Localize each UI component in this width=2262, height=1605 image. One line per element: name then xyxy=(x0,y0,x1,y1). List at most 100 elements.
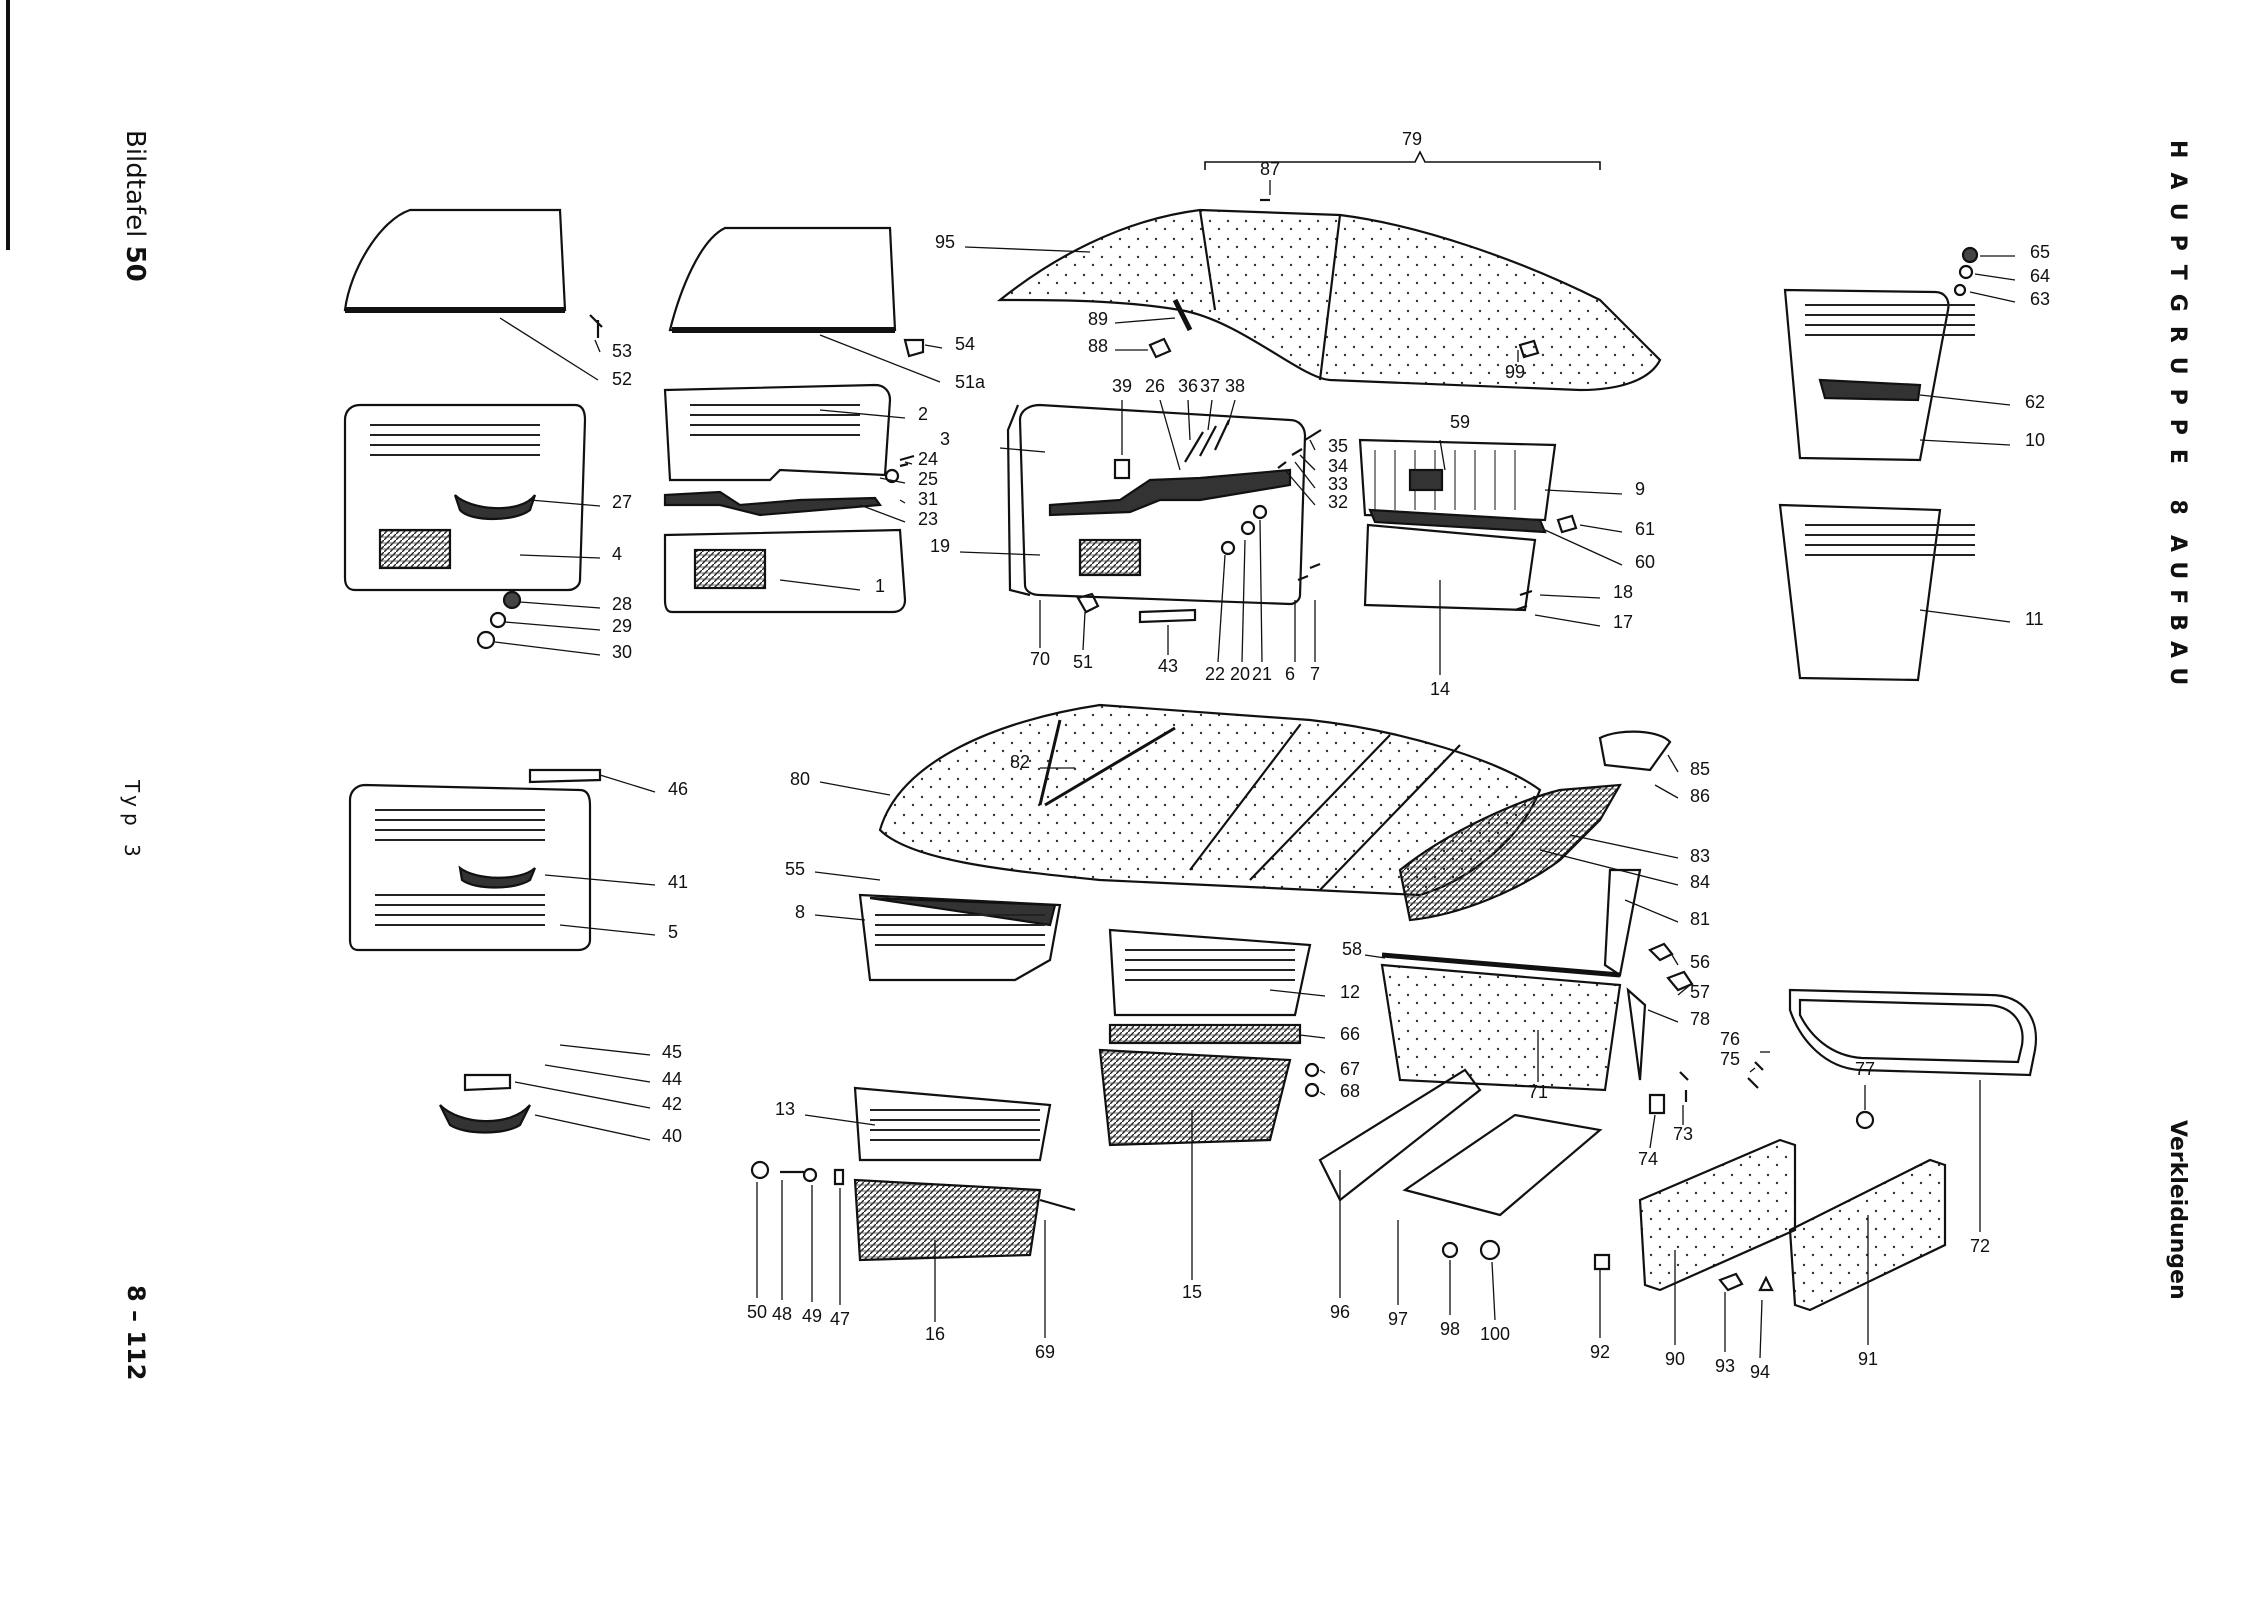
part-6-7-screws xyxy=(1297,562,1321,582)
part-17-18-61-clips xyxy=(1514,514,1578,612)
part-52-window xyxy=(343,208,567,312)
part-31-trim xyxy=(1048,468,1292,517)
callout-label-64: 64 xyxy=(2030,266,2050,286)
part-14-panel xyxy=(1363,523,1537,612)
callout-leader-83 xyxy=(1569,834,1679,859)
callout-leader-100 xyxy=(1491,1261,1496,1321)
part-9-panel xyxy=(1358,438,1557,522)
callout-leader-66 xyxy=(1299,1034,1326,1039)
callout-leader-46 xyxy=(599,774,656,793)
part-2-upper-panel xyxy=(663,383,892,482)
callout-label-74: 74 xyxy=(1638,1149,1658,1169)
part-83-shelf xyxy=(1398,783,1622,922)
callout-leader-32 xyxy=(1284,469,1316,506)
part-58-seal xyxy=(1381,952,1621,978)
callout-leader-29 xyxy=(504,621,601,631)
vehicle-type-label: Typ 3 xyxy=(120,780,144,863)
callout-label-42: 42 xyxy=(662,1094,682,1114)
callout-label-66: 66 xyxy=(1340,1024,1360,1044)
part-100-grommet xyxy=(1479,1239,1501,1261)
plate-title: Bildtafel 50 xyxy=(120,130,150,282)
part-90-panel xyxy=(1638,1138,1797,1292)
callout-leader-31 xyxy=(899,499,906,504)
part-69-tab xyxy=(1039,1198,1076,1212)
part-5-door-panel xyxy=(348,783,592,952)
callout-label-37: 37 xyxy=(1200,376,1220,396)
callout-leader-24 xyxy=(904,461,913,465)
part-96-bracket xyxy=(1318,1068,1482,1202)
part-99-clip xyxy=(1518,339,1540,359)
callout-label-99: 99 xyxy=(1505,362,1525,382)
callout-label-60: 60 xyxy=(1635,552,1655,572)
callout-label-33: 33 xyxy=(1328,474,1348,494)
callout-leader-89 xyxy=(1114,317,1176,324)
callout-leader-59 xyxy=(1439,439,1446,471)
part-8-panel xyxy=(858,893,1062,982)
callout-leader-81 xyxy=(1624,899,1679,923)
callout-leader-42 xyxy=(514,1081,651,1109)
part-13-ribs xyxy=(868,1108,1042,1142)
callout-leader-13 xyxy=(804,1114,876,1126)
part-67-washer xyxy=(1304,1062,1320,1078)
callout-label-62: 62 xyxy=(2025,392,2045,412)
callout-label-85: 85 xyxy=(1690,759,1710,779)
callout-label-98: 98 xyxy=(1440,1319,1460,1339)
callout-label-93: 93 xyxy=(1715,1356,1735,1376)
part-98-clip xyxy=(1441,1241,1459,1259)
callout-leader-78 xyxy=(1647,1009,1679,1023)
part-89-rod xyxy=(1172,298,1193,332)
callout-label-57: 57 xyxy=(1690,982,1710,1002)
callout-label-12: 12 xyxy=(1340,982,1360,1002)
part-56-clip xyxy=(1648,942,1674,962)
part-12-panel xyxy=(1108,928,1312,1017)
part-68-washer xyxy=(1304,1082,1320,1098)
callout-label-49: 49 xyxy=(802,1306,822,1326)
part-97-plate xyxy=(1402,1113,1603,1217)
part-54-clip xyxy=(903,338,925,358)
callout-label-8: 8 xyxy=(795,902,805,922)
callout-leader-9 xyxy=(1544,489,1623,495)
callout-label-78: 78 xyxy=(1690,1009,1710,1029)
callout-label-7: 7 xyxy=(1310,664,1320,684)
callout-leader-75 xyxy=(1749,1067,1756,1073)
callout-label-97: 97 xyxy=(1388,1309,1408,1329)
callout-label-36: 36 xyxy=(1178,376,1198,396)
part-9-ribs xyxy=(1374,450,1516,510)
part-74-clip xyxy=(1648,1093,1666,1115)
part-80-headliner xyxy=(878,703,1542,897)
part-1-grille xyxy=(693,548,767,590)
part-49-washer xyxy=(802,1167,818,1183)
callout-label-9: 9 xyxy=(1635,479,1645,499)
callout-leader-68 xyxy=(1319,1091,1326,1096)
callout-leader-20 xyxy=(1241,539,1246,663)
callout-label-96: 96 xyxy=(1330,1302,1350,1322)
page-number: 8 – 112 xyxy=(122,1285,150,1381)
callout-leader-2 xyxy=(819,409,906,419)
callout-leader-38 xyxy=(1227,399,1236,426)
callout-label-11: 11 xyxy=(2025,609,2044,629)
callout-label-44: 44 xyxy=(662,1069,682,1089)
part-11-panel xyxy=(1778,503,1942,682)
callout-leader-62 xyxy=(1919,394,2011,406)
callout-leader-52 xyxy=(499,317,599,381)
callout-label-81: 81 xyxy=(1690,909,1710,929)
part-42-bracket xyxy=(463,1073,512,1092)
callout-label-86: 86 xyxy=(1690,786,1710,806)
callout-leader-5 xyxy=(559,924,656,936)
callout-leader-80 xyxy=(819,781,891,796)
callout-label-87: 87 xyxy=(1260,159,1280,179)
callout-label-24: 24 xyxy=(918,449,938,469)
callout-leader-56 xyxy=(1671,954,1679,966)
callout-label-80: 80 xyxy=(790,769,810,789)
callout-leader-85 xyxy=(1667,754,1679,773)
callout-leader-95 xyxy=(964,246,1091,253)
part-12-ribs xyxy=(1123,948,1297,982)
callout-leader-58 xyxy=(1364,954,1386,959)
part-60-seal xyxy=(1368,508,1547,534)
part-93-clip xyxy=(1718,1272,1744,1292)
callout-label-51a: 51a xyxy=(955,372,986,392)
part-73-pin xyxy=(1679,1071,1689,1102)
part-13-panel xyxy=(853,1086,1052,1162)
part-82-frame xyxy=(1038,719,1176,807)
callout-label-39: 39 xyxy=(1112,376,1132,396)
